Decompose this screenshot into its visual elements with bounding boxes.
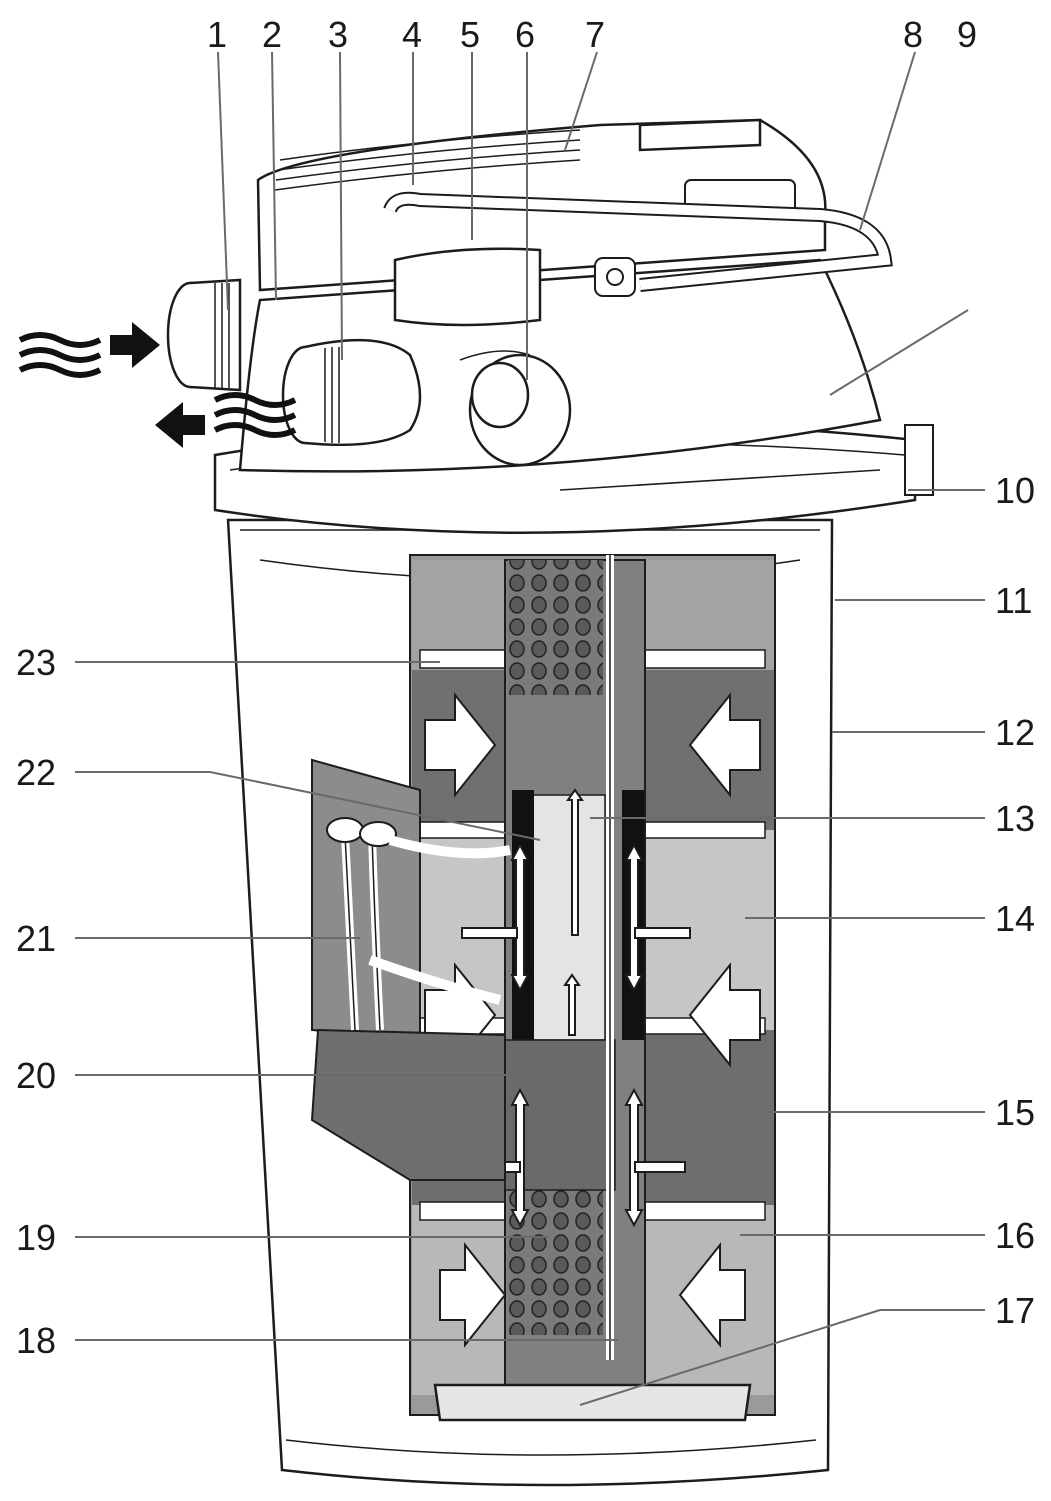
flow-arrow-icon	[688, 962, 761, 1068]
callout-12: 12	[995, 712, 1035, 753]
callout-2: 2	[262, 14, 282, 55]
flow-arrow-icon	[439, 1242, 507, 1348]
cleaning-handle-assembly	[310, 758, 511, 1181]
perforated-tube-top	[508, 560, 603, 695]
callout-numbers: 1 2 3 4 5 6 7 8 9 10 11 12 13 14 15 16 1…	[16, 14, 1035, 1361]
callout-23: 23	[16, 642, 56, 683]
water-wave-icon	[18, 332, 102, 378]
callout-17: 17	[995, 1290, 1035, 1331]
callout-7: 7	[585, 14, 605, 55]
hose-connector-inlet	[166, 278, 242, 392]
callout-6: 6	[515, 14, 535, 55]
callout-18: 18	[16, 1320, 56, 1361]
callout-22: 22	[16, 752, 56, 793]
callout-8: 8	[903, 14, 923, 55]
callout-21: 21	[16, 918, 56, 959]
callout-14: 14	[995, 898, 1035, 939]
uvc-glass-tube	[529, 794, 606, 1041]
water-wave-icon	[213, 392, 297, 438]
callout-5: 5	[460, 14, 480, 55]
flow-arrow-icon	[678, 1242, 746, 1348]
flow-arrows	[424, 692, 761, 1348]
sludge-outlet	[459, 350, 572, 467]
callout-20: 20	[16, 1055, 56, 1096]
callout-15: 15	[995, 1092, 1035, 1133]
callout-19: 19	[16, 1217, 56, 1258]
callout-11: 11	[995, 580, 1032, 621]
callout-3: 3	[328, 14, 348, 55]
callout-13: 13	[995, 798, 1035, 839]
flow-arrow-icon	[424, 692, 497, 798]
callout-4: 4	[402, 14, 422, 55]
callout-16: 16	[995, 1215, 1035, 1256]
flow-arrow-icon	[110, 322, 160, 368]
leader-lines	[75, 51, 985, 1406]
callout-1: 1	[207, 14, 227, 55]
flow-arrow-icon	[688, 692, 761, 798]
callout-9: 9	[957, 14, 977, 55]
hose-connector-outlet	[281, 338, 422, 447]
lock-clip	[904, 424, 934, 496]
callout-10: 10	[995, 470, 1035, 511]
housing-bottom-plate	[433, 1383, 752, 1422]
flow-arrow-icon	[155, 402, 205, 448]
